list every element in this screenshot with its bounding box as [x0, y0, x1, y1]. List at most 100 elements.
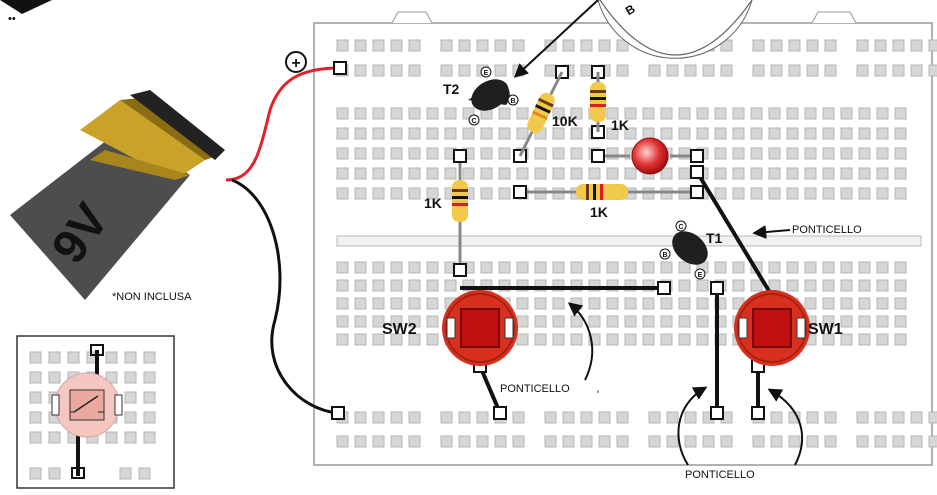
corner-arrow-icon: •• [0, 0, 52, 25]
breadboard-hole [544, 64, 557, 77]
breadboard-hole [750, 279, 763, 292]
battery-note: *NON INCLUSA [112, 291, 192, 303]
breadboard-hole [354, 187, 367, 200]
breadboard-hole [562, 39, 575, 52]
breadboard-hole [426, 297, 439, 310]
svg-text:E: E [698, 272, 703, 279]
breadboard-hole [372, 279, 385, 292]
svg-text:B: B [510, 98, 515, 105]
breadboard-hole [750, 167, 763, 180]
breadboard-hole [876, 127, 889, 140]
breadboard-hole [512, 411, 525, 424]
breadboard-hole [458, 39, 471, 52]
breadboard-hole [390, 127, 403, 140]
breadboard-hole [544, 411, 557, 424]
svg-text:B: B [662, 252, 667, 259]
breadboard-hole [29, 391, 42, 404]
breadboard-hole [840, 297, 853, 310]
component-pad [333, 61, 347, 75]
breadboard-hole [29, 351, 42, 364]
breadboard-hole [516, 333, 529, 346]
breadboard-hole [390, 147, 403, 160]
breadboard-hole [458, 411, 471, 424]
breadboard-hole [444, 167, 457, 180]
breadboard-hole [684, 64, 697, 77]
breadboard-hole [570, 127, 583, 140]
breadboard-hole [516, 107, 529, 120]
breadboard-hole [892, 435, 905, 448]
breadboard-hole [678, 127, 691, 140]
breadboard-hole [696, 107, 709, 120]
breadboard-hole [336, 333, 349, 346]
svg-text:C: C [678, 224, 683, 231]
breadboard [313, 11, 937, 466]
breadboard-hole [408, 315, 421, 328]
breadboard-hole [494, 64, 507, 77]
breadboard-hole [336, 107, 349, 120]
breadboard-hole [390, 333, 403, 346]
breadboard-hole [426, 167, 439, 180]
breadboard-hole [824, 64, 837, 77]
breadboard-hole [516, 127, 529, 140]
breadboard-hole [892, 39, 905, 52]
breadboard-hole [516, 167, 529, 180]
component-pad [690, 185, 704, 199]
inset-detail [16, 335, 175, 489]
breadboard-hole [822, 279, 835, 292]
breadboard-hole [570, 315, 583, 328]
breadboard-hole [928, 64, 937, 77]
breadboard-hole [552, 147, 565, 160]
component-pad [513, 185, 527, 199]
breadboard-hole [858, 279, 871, 292]
breadboard-hole [119, 467, 132, 480]
breadboard-hole [768, 147, 781, 160]
component-pad [331, 406, 345, 420]
breadboard-hole [858, 107, 871, 120]
breadboard-hole [660, 261, 673, 274]
breadboard-hole [624, 107, 637, 120]
breadboard-hole [408, 147, 421, 160]
breadboard-hole [856, 411, 869, 424]
breadboard-hole [786, 187, 799, 200]
tick-mark: ' [597, 389, 599, 401]
breadboard-hole [606, 333, 619, 346]
breadboard-hole [476, 411, 489, 424]
breadboard-hole [858, 333, 871, 346]
breadboard-hole [858, 187, 871, 200]
breadboard-hole [516, 315, 529, 328]
breadboard-hole [696, 279, 709, 292]
switch-symbol-icon [69, 389, 105, 421]
svg-text:••: •• [8, 13, 16, 25]
breadboard-hole [910, 435, 923, 448]
component-pad [657, 281, 671, 295]
svg-text:+: + [291, 55, 300, 72]
breadboard-hole [732, 147, 745, 160]
breadboard-hole [336, 297, 349, 310]
breadboard-hole [874, 64, 887, 77]
breadboard-hole [806, 435, 819, 448]
breadboard-hole [458, 64, 471, 77]
breadboard-hole [534, 167, 547, 180]
breadboard-hole [910, 64, 923, 77]
breadboard-hole [696, 315, 709, 328]
breadboard-hole [67, 351, 80, 364]
r-1k-left-label: 1K [424, 195, 442, 211]
breadboard-hole [462, 127, 475, 140]
component-pad [710, 406, 724, 420]
component-pad [591, 149, 605, 163]
breadboard-hole [732, 279, 745, 292]
breadboard-hole [354, 107, 367, 120]
breadboard-hole [666, 411, 679, 424]
breadboard-hole [876, 107, 889, 120]
breadboard-hole [624, 297, 637, 310]
breadboard-hole [426, 315, 439, 328]
breadboard-hole [806, 39, 819, 52]
breadboard-hole [876, 279, 889, 292]
breadboard-hole [534, 333, 547, 346]
breadboard-hole [732, 107, 745, 120]
breadboard-hole [408, 411, 421, 424]
breadboard-hole [516, 261, 529, 274]
breadboard-hole [752, 435, 765, 448]
breadboard-hole [552, 297, 565, 310]
breadboard-hole [48, 351, 61, 364]
